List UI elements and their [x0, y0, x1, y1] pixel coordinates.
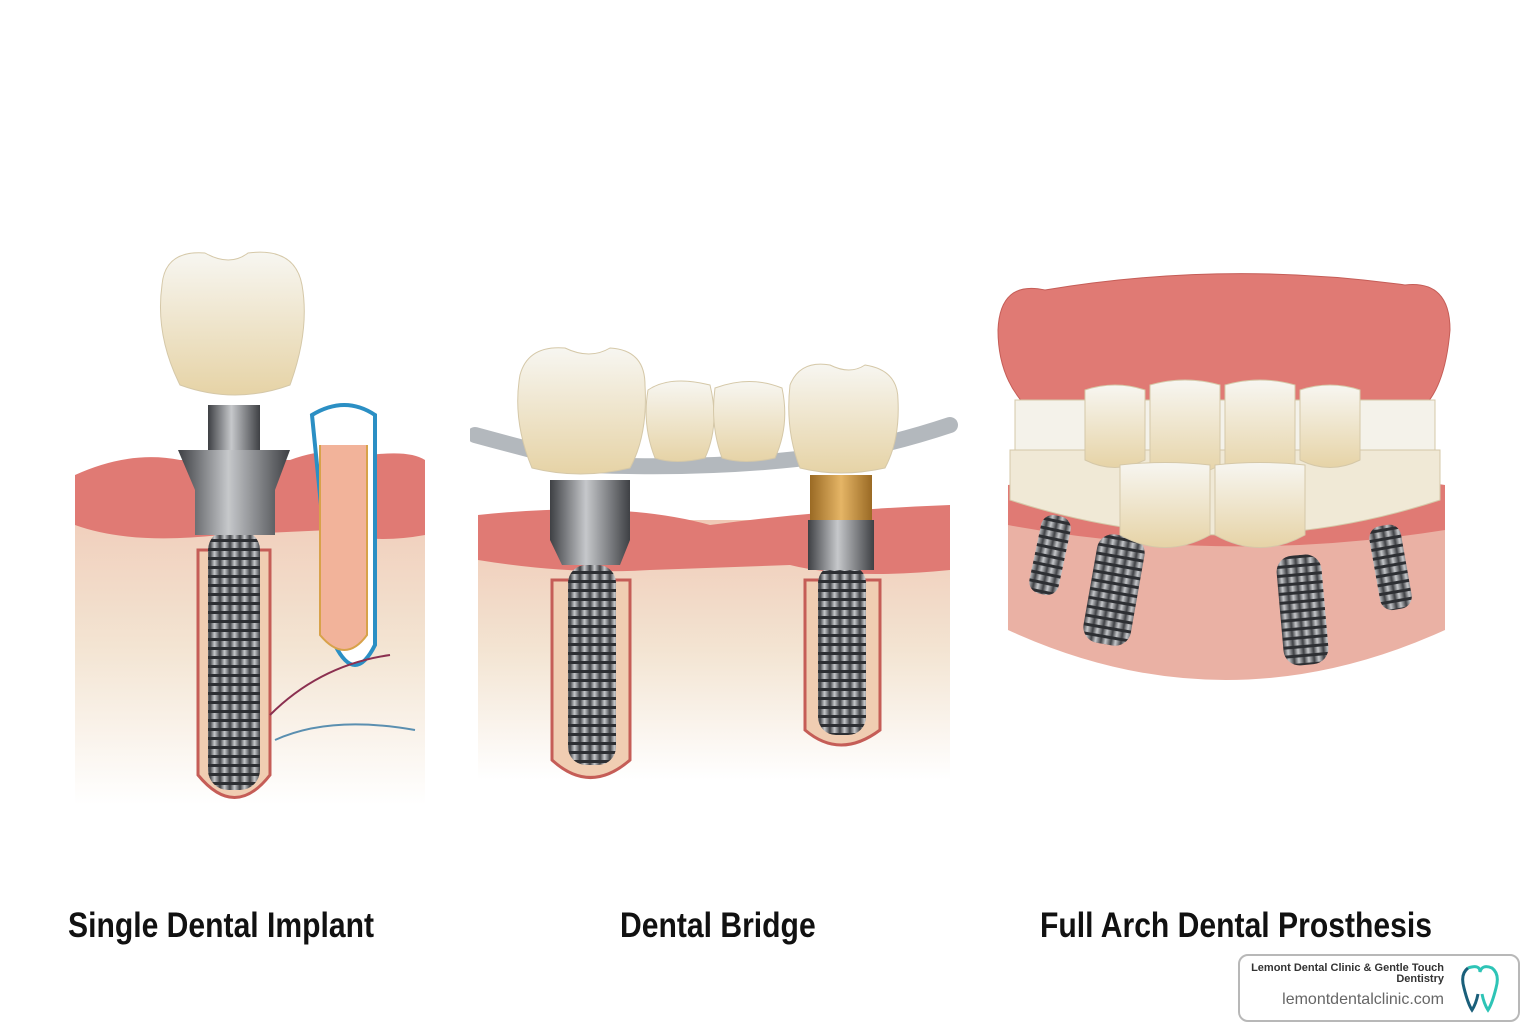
single-implant-illustration: [75, 251, 425, 805]
nerve: [274, 723, 416, 741]
implant-screw: [818, 565, 866, 735]
tooth-pulp: [319, 445, 368, 651]
gold-abutment: [810, 475, 872, 520]
abutment: [550, 480, 630, 565]
teeth-row: [1009, 379, 1441, 548]
implant-screw: [208, 530, 260, 790]
clinic-url[interactable]: lemontdentalclinic.com: [1282, 991, 1444, 1008]
gum: [478, 505, 950, 574]
pontic: [645, 380, 715, 462]
label-dental-bridge: Dental Bridge: [620, 906, 816, 945]
clinic-name: Lemont Dental Clinic & Gentle Touch Dent…: [1251, 962, 1444, 985]
abutment: [808, 520, 874, 570]
pontic: [713, 381, 786, 462]
crown: [517, 347, 646, 475]
implant-posts: [1029, 514, 1412, 666]
blood-vessel: [269, 654, 391, 716]
implant-screw: [568, 565, 616, 765]
tooth-icon: [1461, 965, 1499, 1013]
label-single-implant: Single Dental Implant: [68, 906, 375, 945]
clinic-badge[interactable]: Lemont Dental Clinic & Gentle Touch Dent…: [1238, 954, 1520, 1022]
crown: [160, 251, 305, 396]
crown: [788, 363, 899, 474]
abutment: [178, 450, 290, 535]
label-full-arch: Full Arch Dental Prosthesis: [1040, 906, 1432, 945]
full-arch-illustration: [997, 273, 1451, 680]
abutment-post: [208, 405, 260, 450]
dental-bridge-illustration: [470, 347, 958, 780]
